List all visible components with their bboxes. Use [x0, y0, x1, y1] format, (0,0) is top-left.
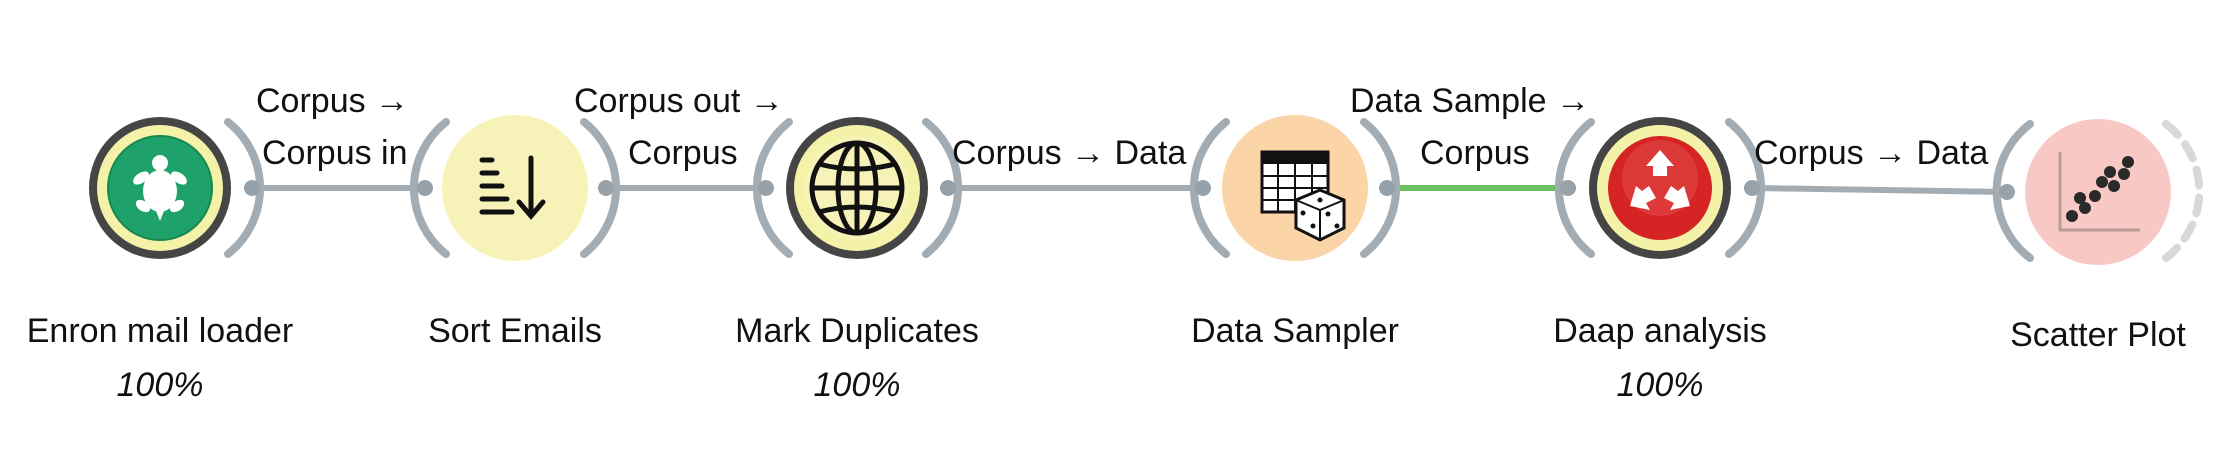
node-title[interactable]: Scatter Plot — [2010, 316, 2186, 354]
output-anchor-arc[interactable] — [922, 118, 963, 258]
node-daap-analysis[interactable] — [1554, 117, 1766, 259]
output-anchor[interactable] — [1744, 180, 1760, 196]
input-anchor[interactable] — [1560, 180, 1576, 196]
node-mark-duplicates[interactable] — [752, 117, 963, 259]
globe-icon — [809, 140, 905, 236]
input-anchor[interactable] — [1195, 180, 1211, 196]
output-anchor-arc[interactable] — [580, 118, 621, 258]
node-enron-mail-loader[interactable] — [89, 117, 265, 259]
link-daap-scatter[interactable] — [1751, 185, 2008, 195]
scatter-plot-icon — [2058, 152, 2140, 232]
node-progress: 100% — [813, 366, 901, 404]
link-label-target: Corpus — [628, 134, 738, 172]
link-label-target: Corpus — [1420, 134, 1530, 172]
link-label-source: Corpus → Data — [1754, 134, 1989, 172]
links — [252, 185, 2008, 195]
input-anchor[interactable] — [417, 180, 433, 196]
input-anchor-arc[interactable] — [1189, 118, 1230, 258]
input-anchor-arc[interactable] — [752, 118, 793, 258]
node-progress: 100% — [116, 366, 204, 404]
input-anchor-arc[interactable] — [409, 118, 450, 258]
node-progress: 100% — [1616, 366, 1704, 404]
link-label-source: Data Sample → — [1350, 82, 1590, 120]
output-anchor-arc[interactable] — [224, 118, 265, 258]
output-anchor-arc-empty[interactable] — [2162, 120, 2204, 262]
node-title[interactable]: Data Sampler — [1191, 312, 1399, 350]
link-label-source: Corpus out → — [574, 82, 784, 120]
dice-icon — [1294, 188, 1346, 242]
input-anchor[interactable] — [1999, 184, 2015, 200]
output-anchor[interactable] — [940, 180, 956, 196]
input-anchor[interactable] — [758, 180, 774, 196]
node-sort-emails[interactable] — [409, 115, 621, 261]
output-anchor-arc[interactable] — [1725, 118, 1766, 258]
table-dice-icon — [1260, 150, 1346, 242]
turtle-icon — [133, 155, 187, 221]
output-anchor[interactable] — [244, 180, 260, 196]
input-anchor-arc[interactable] — [1992, 120, 2034, 262]
output-anchor[interactable] — [1379, 180, 1395, 196]
node-scatter-plot[interactable] — [1992, 119, 2204, 265]
link-label-source: Corpus → Data — [952, 134, 1187, 172]
recycle-icon — [1630, 150, 1690, 210]
link-label-target: Corpus in — [262, 134, 408, 172]
input-anchor-arc[interactable] — [1554, 118, 1595, 258]
node-data-sampler[interactable] — [1189, 115, 1401, 261]
sort-descending-icon — [479, 155, 546, 220]
output-anchor[interactable] — [598, 180, 614, 196]
node-title[interactable]: Daap analysis — [1553, 312, 1767, 350]
output-anchor-arc[interactable] — [1360, 118, 1401, 258]
node-title[interactable]: Mark Duplicates — [735, 312, 979, 350]
node-title[interactable]: Enron mail loader — [26, 312, 294, 350]
node-title[interactable]: Sort Emails — [428, 312, 602, 350]
link-label-source: Corpus → — [256, 82, 410, 120]
